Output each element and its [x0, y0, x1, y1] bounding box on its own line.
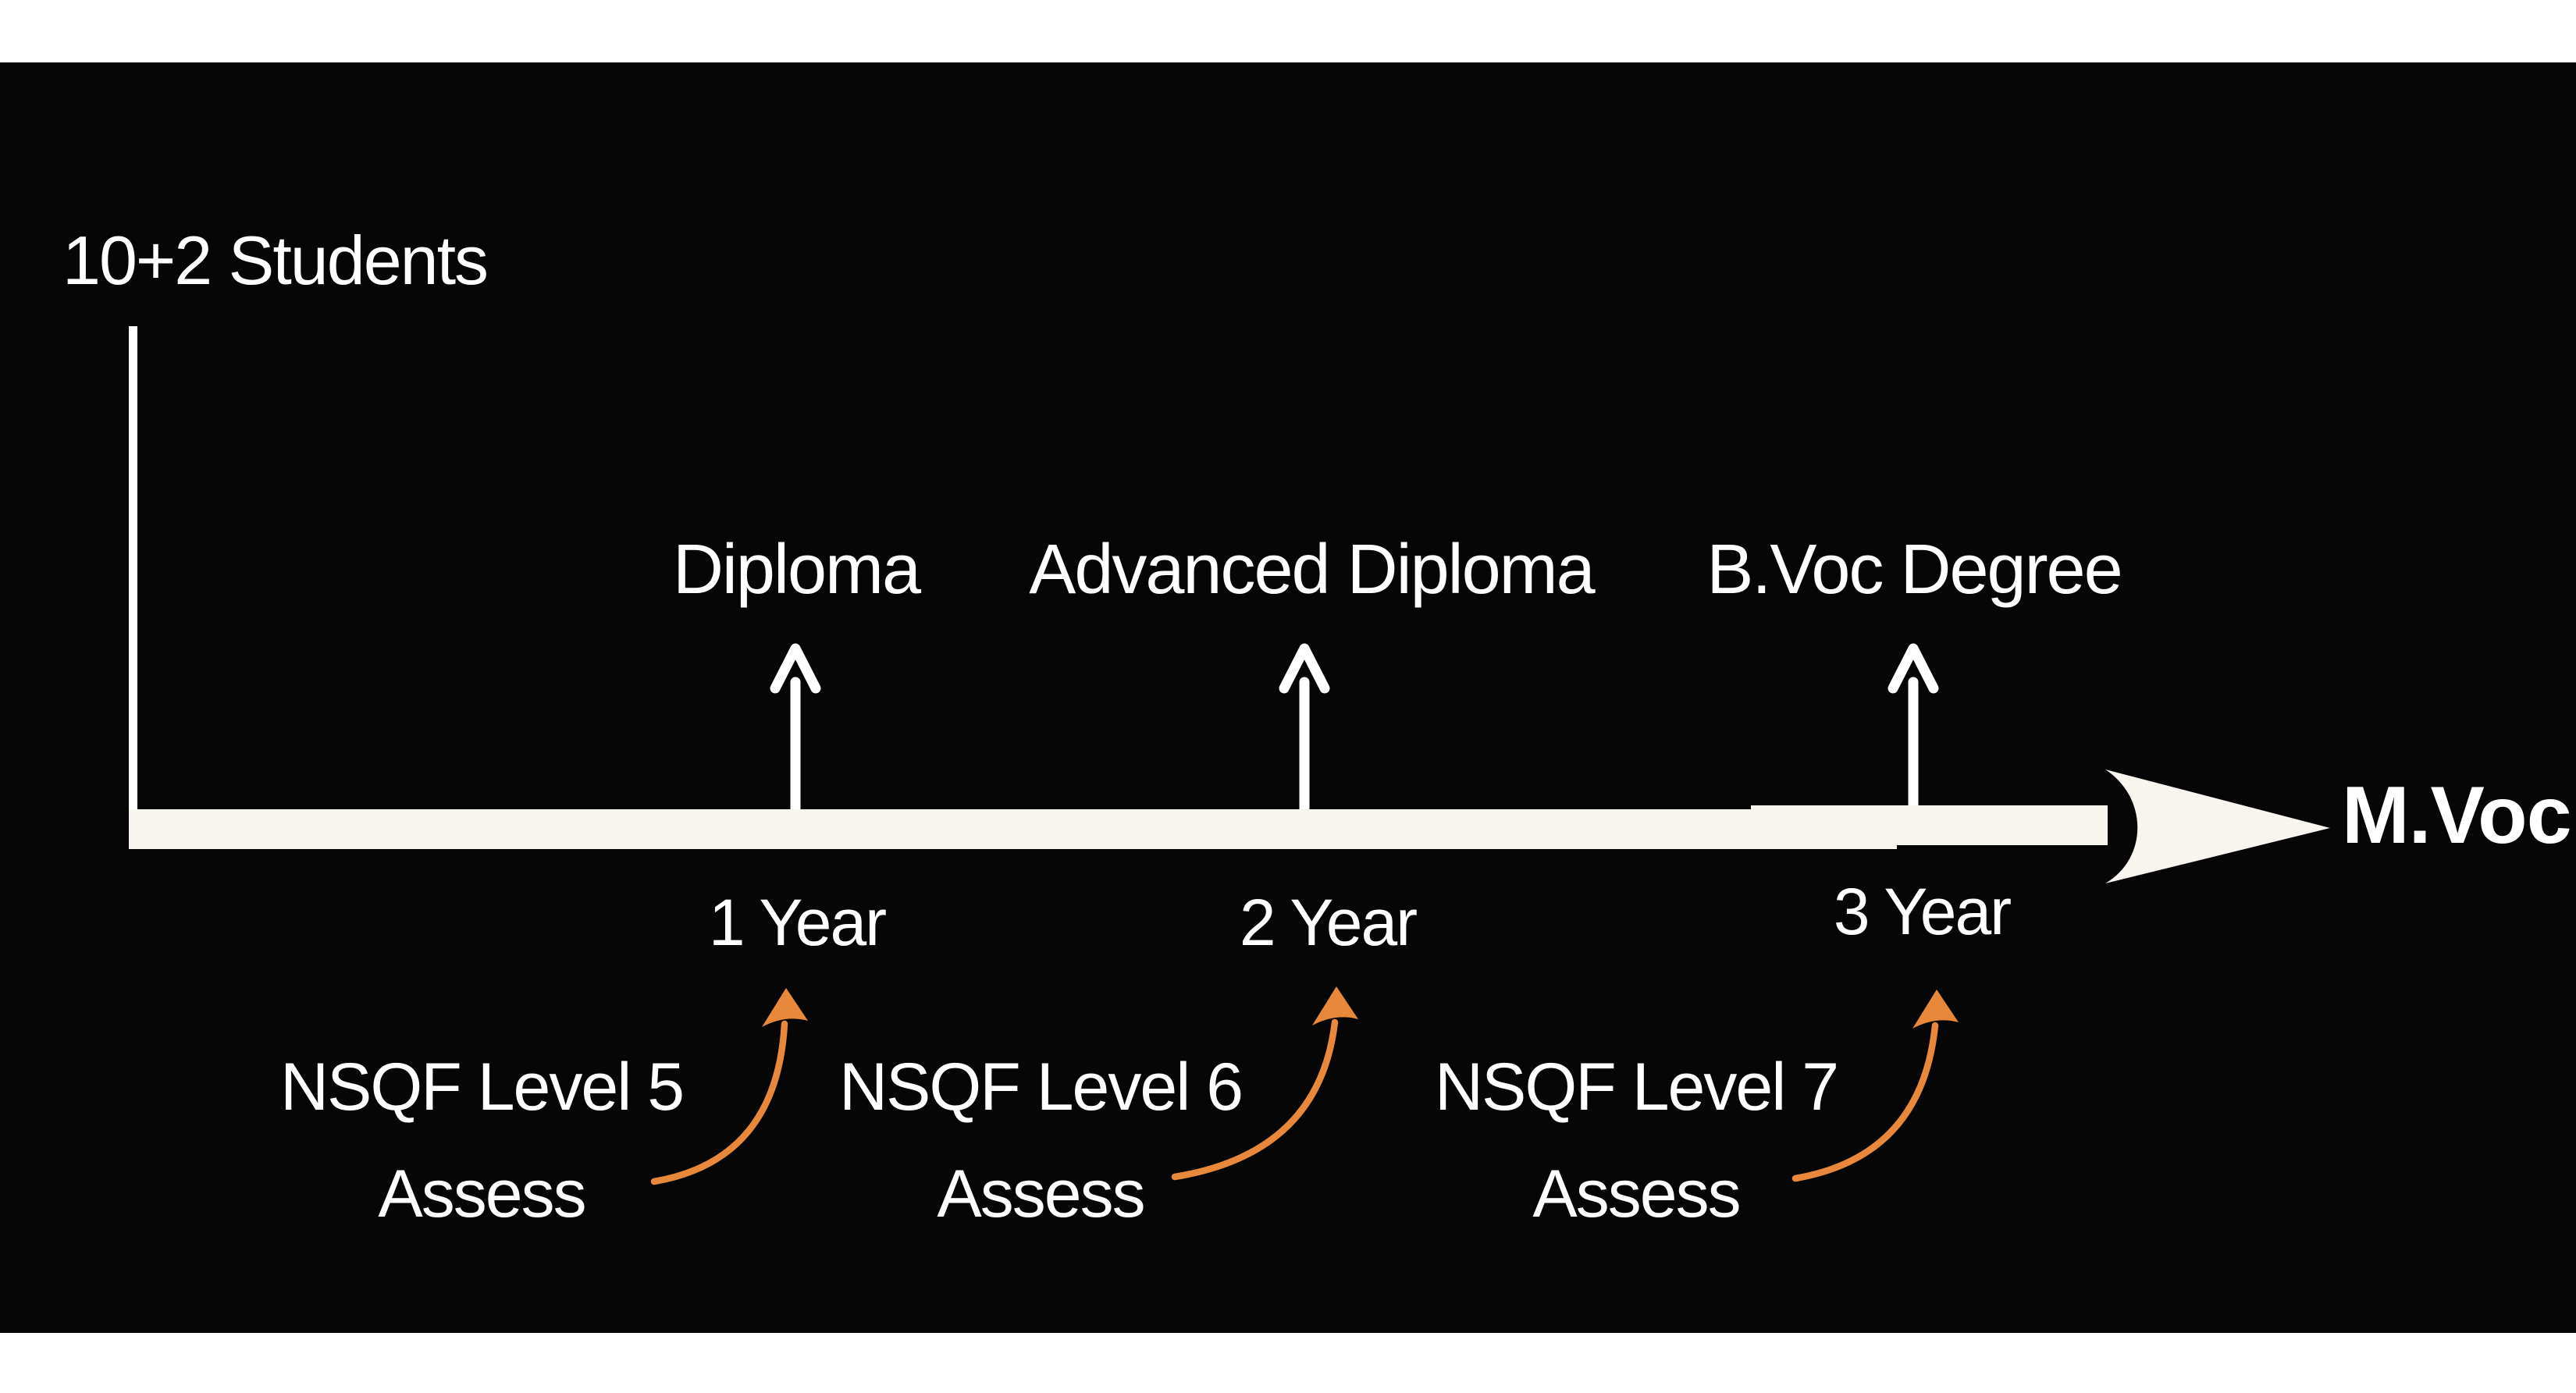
curved-arrowhead-icon [1312, 986, 1358, 1025]
up-arrow-icon [1279, 643, 1330, 819]
up-arrow-icon [770, 643, 821, 819]
milestone-label-bvoc-degree: B.Voc Degree [1706, 531, 2122, 609]
up-arrow-icon [1888, 643, 1939, 816]
timeline-bar [129, 809, 1897, 849]
nsqf-assess-label-6: Assess [937, 1157, 1145, 1231]
students-label: 10+2 Students [62, 222, 489, 299]
curved-arrow-icon [1171, 1018, 1339, 1181]
milestone-label-diploma: Diploma [672, 531, 921, 609]
year-label-2: 2 Year [1239, 886, 1418, 959]
year-label-3: 3 Year [1833, 875, 2012, 948]
milestone-label-advanced-diploma: Advanced Diploma [1029, 531, 1595, 609]
nsqf-level-label-7: NSQF Level 7 [1434, 1050, 1839, 1125]
curved-arrowhead-icon [1912, 990, 1959, 1029]
timeline-end-label-mvoc: M.Voc [2342, 770, 2572, 861]
curved-arrowhead-icon [762, 988, 808, 1027]
nsqf-assess-label-7: Assess [1532, 1157, 1741, 1231]
nsqf-level-label-5: NSQF Level 5 [279, 1050, 685, 1125]
timeline-bar-overlap-segment [1751, 805, 2108, 845]
curved-arrow-icon [650, 1020, 788, 1185]
students-drop-line [129, 326, 137, 849]
timeline-arrowhead-icon [2105, 769, 2330, 883]
nsqf-level-label-6: NSQF Level 6 [838, 1050, 1244, 1125]
year-label-1: 1 Year [708, 886, 887, 959]
curved-arrow-icon [1791, 1022, 1939, 1182]
nsqf-assess-label-5: Assess [378, 1157, 586, 1231]
